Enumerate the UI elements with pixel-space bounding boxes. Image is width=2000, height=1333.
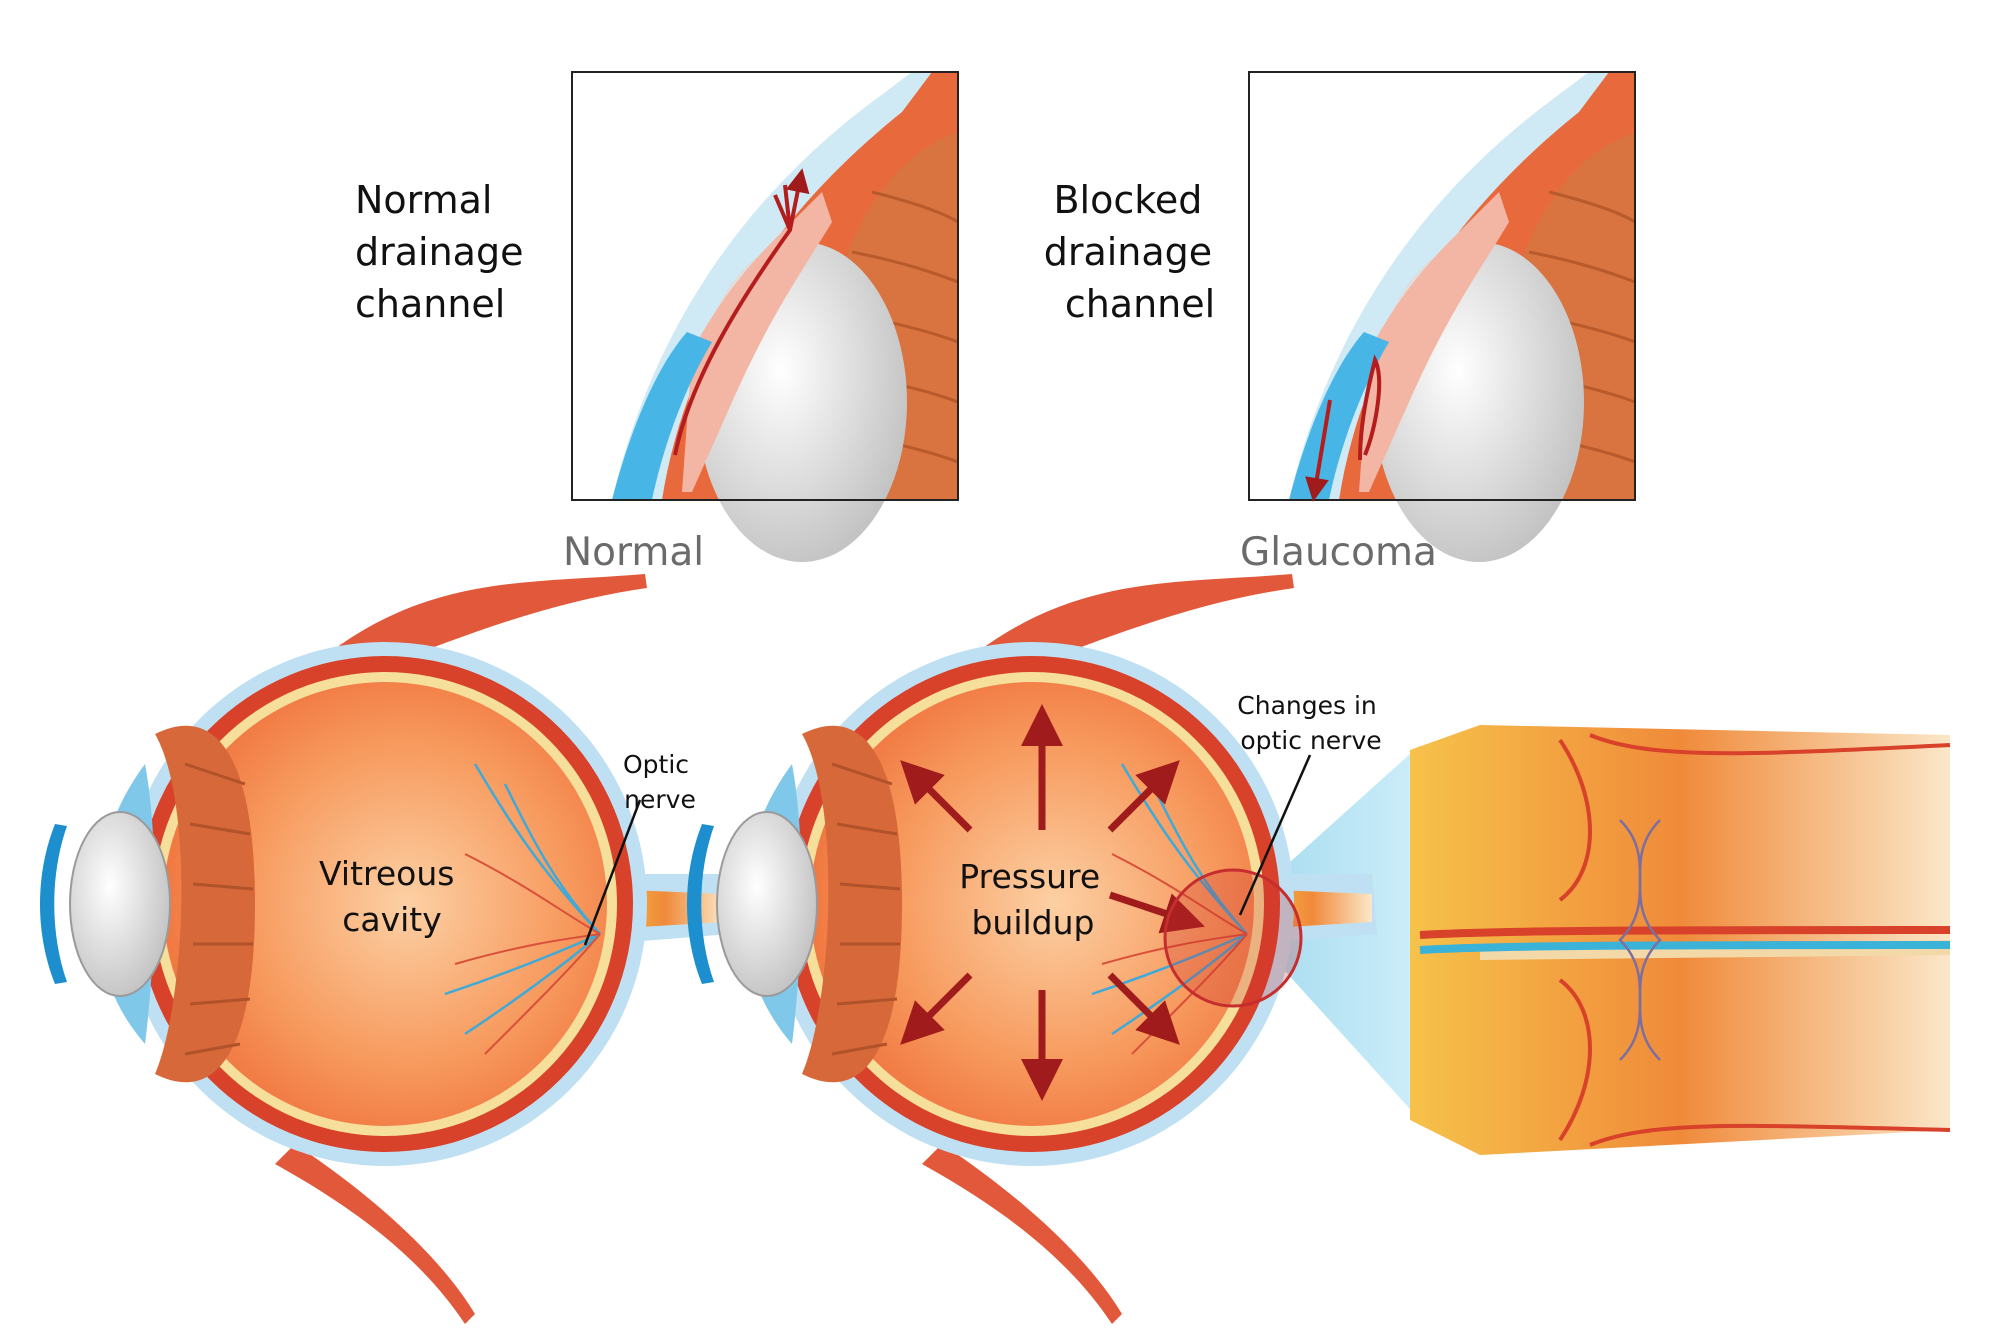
glaucoma-caption: Glaucoma <box>1240 530 1437 575</box>
vitreous-cavity-label: Vitreous cavity <box>319 854 465 939</box>
optic-nerve-changes-pointer <box>1238 754 1312 916</box>
normal-drainage-inset <box>570 70 960 564</box>
glaucoma-eye <box>685 572 1379 1326</box>
pressure-buildup-label: Pressure buildup <box>959 857 1110 942</box>
changes-optic-nerve-label: Changes in optic nerve <box>1237 691 1384 755</box>
blocked-drainage-inset <box>1247 70 1637 564</box>
damage-highlight-circle <box>1163 868 1303 1008</box>
optic-nerve-label: Optic nerve <box>623 750 697 814</box>
pressure-arrows <box>900 704 1205 1101</box>
normal-eye <box>38 572 732 1326</box>
optic-nerve-pointer <box>583 799 642 946</box>
optic-nerve-cross-section <box>1270 725 1951 1155</box>
fluid-flow-arrow <box>673 180 800 456</box>
blocked-flow-arrow <box>1315 354 1382 490</box>
normal-inset-title: Normal drainage channel <box>355 178 536 326</box>
normal-caption: Normal <box>563 530 704 575</box>
blocked-inset-title: Blocked drainage channel <box>1044 178 1225 326</box>
